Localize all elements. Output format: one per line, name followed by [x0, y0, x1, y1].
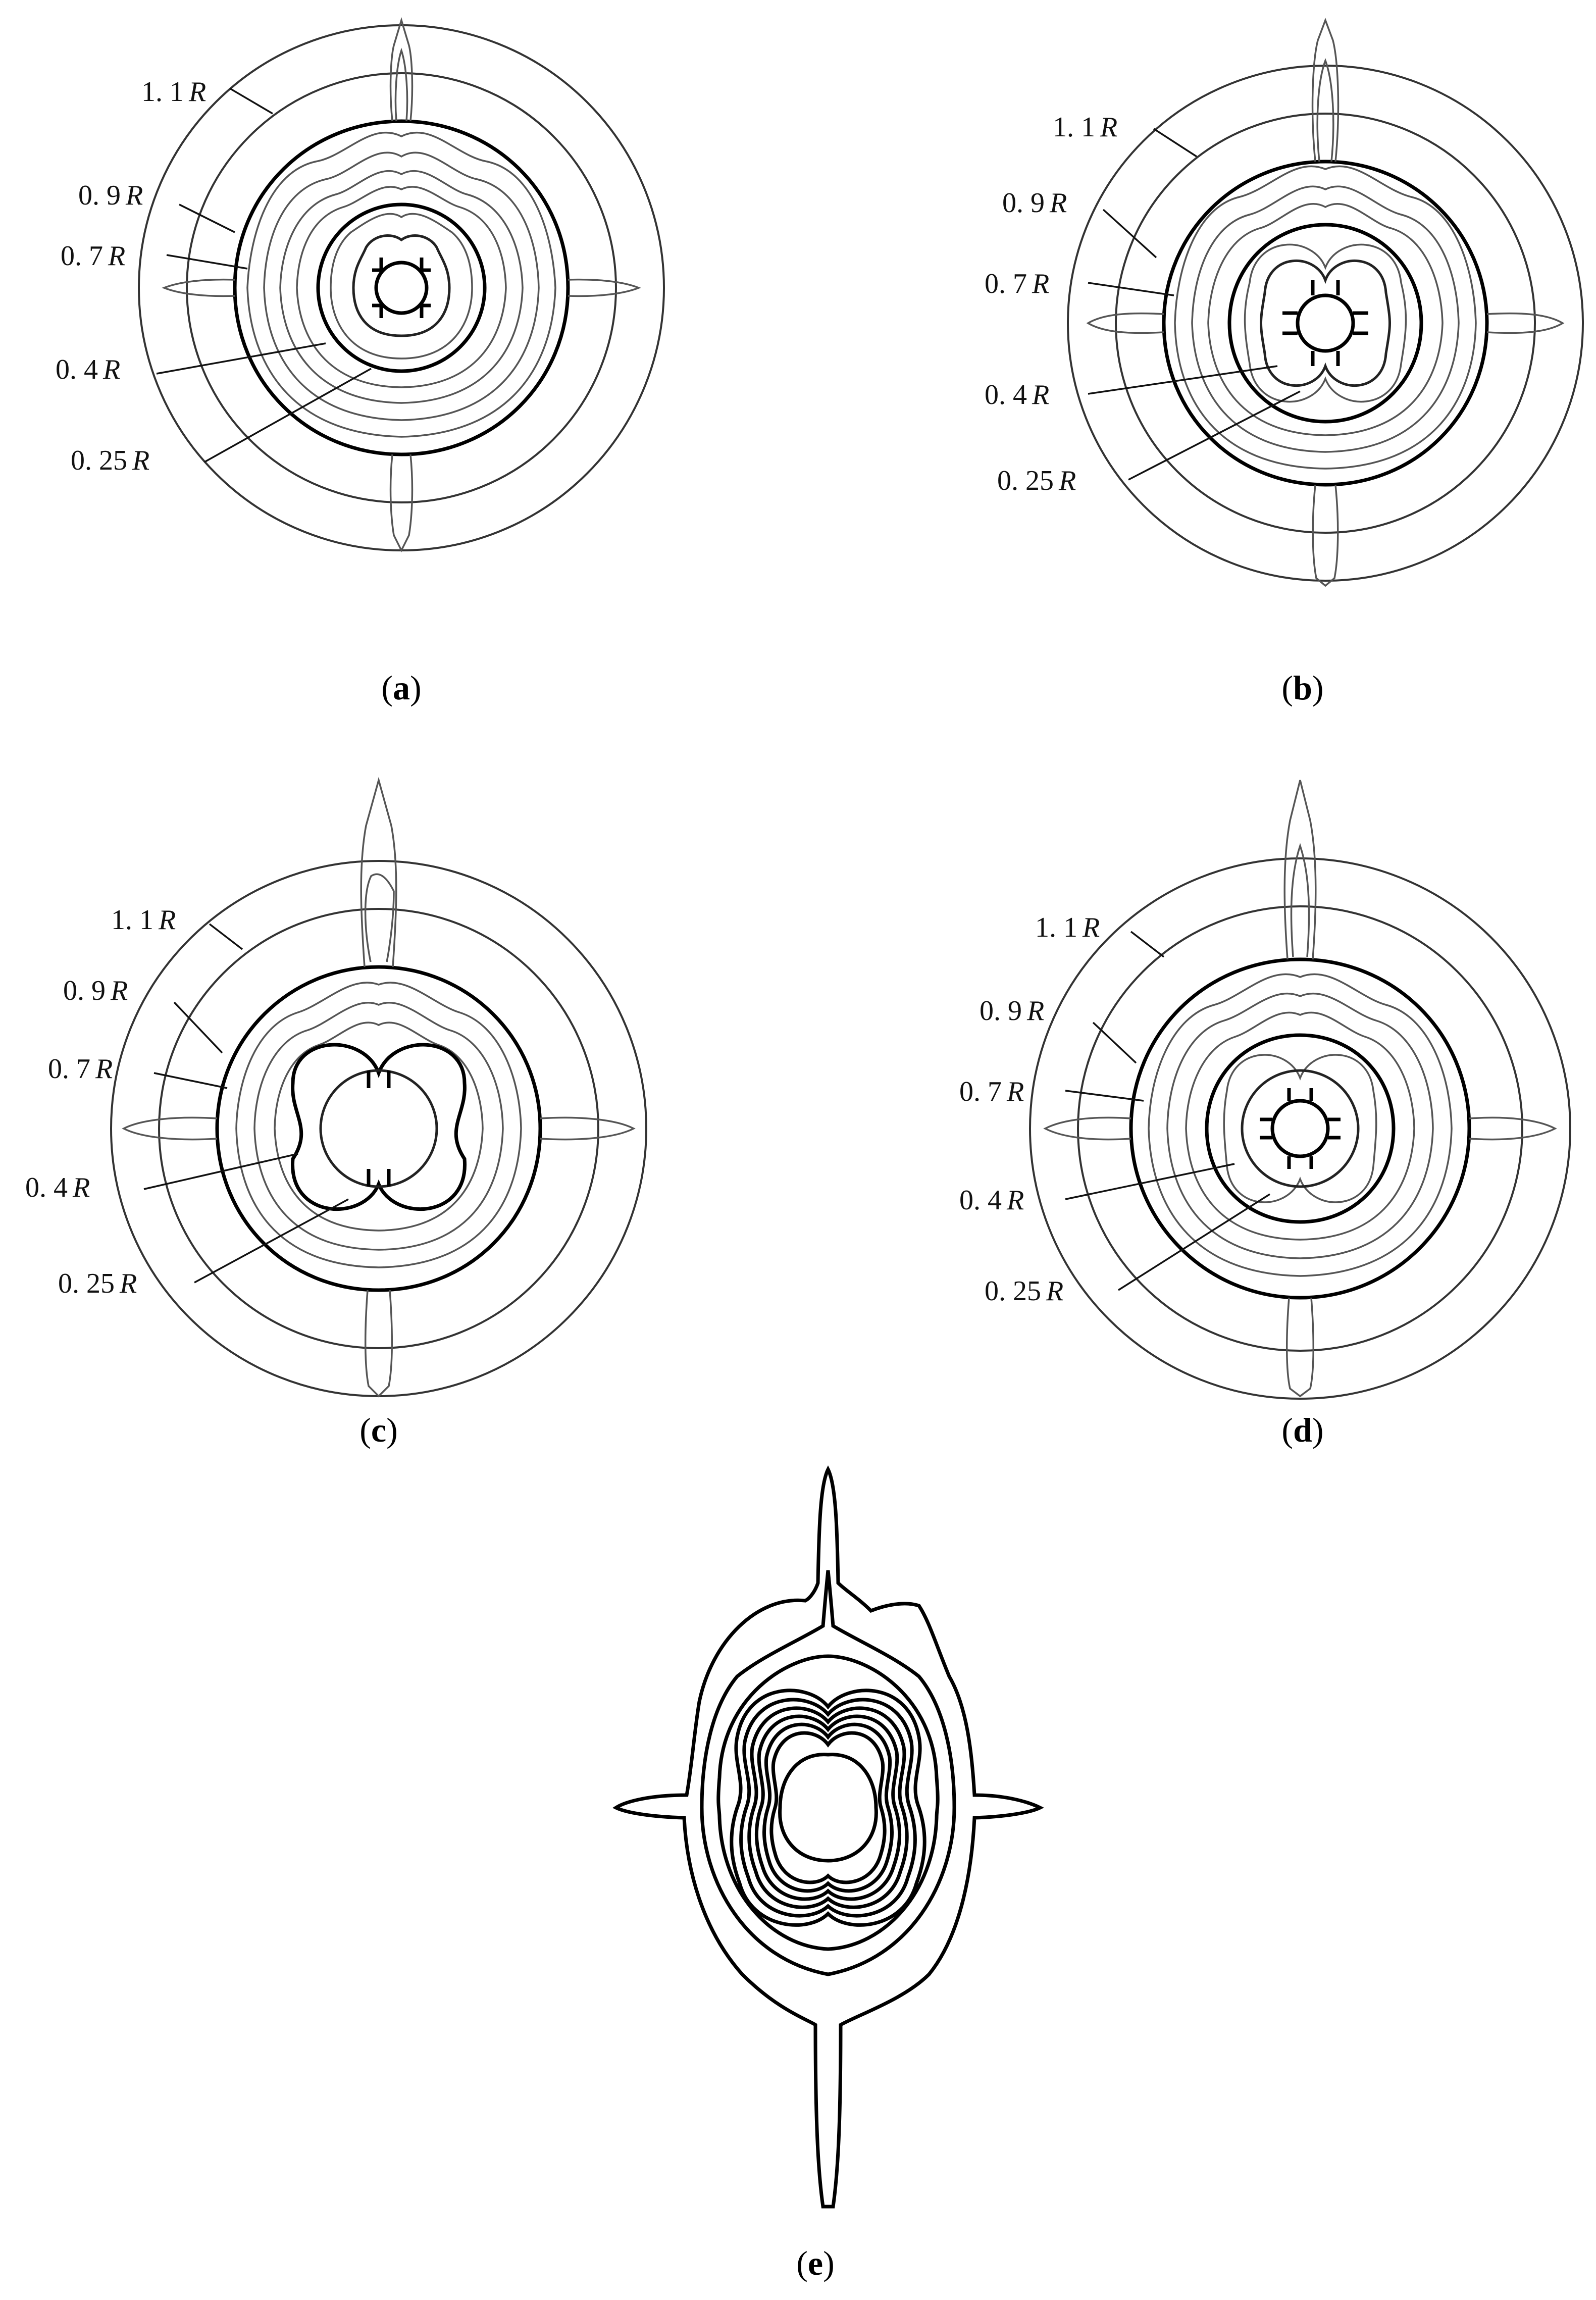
caption-e: (e): [796, 2244, 835, 2282]
ring-1-1R: [1029, 857, 1571, 1400]
caption-d: (d): [1281, 1411, 1323, 1449]
contour-lines: [1043, 780, 1557, 1398]
panel-e: [612, 1465, 1044, 2209]
contour-lines: [612, 1465, 1044, 2209]
caption-b: (b): [1281, 669, 1323, 707]
ring-0-9R: [1115, 113, 1536, 534]
ring-0-9R: [186, 72, 617, 503]
contour-lines: [162, 17, 641, 552]
caption-c: (c): [359, 1411, 398, 1449]
contour-lines: [122, 777, 636, 1398]
ring-0-9R: [1077, 905, 1523, 1352]
caption-a: (a): [381, 669, 421, 707]
ring-1-1R: [110, 860, 647, 1397]
contour-lines: [1086, 18, 1565, 587]
ring-1-1R: [138, 24, 665, 551]
ring-1-1R: [1067, 65, 1584, 582]
ring-0-9R: [158, 908, 599, 1349]
